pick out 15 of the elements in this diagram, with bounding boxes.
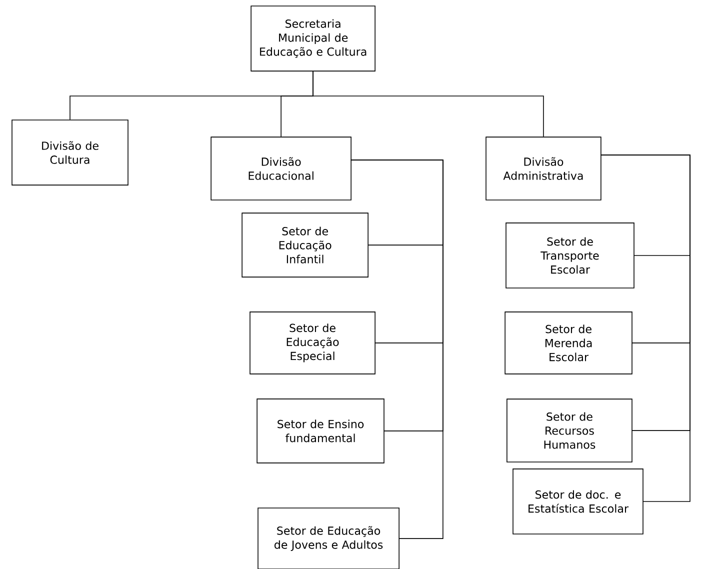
org-box: Divisão Educacional	[210, 136, 352, 200]
org-box: Setor de Educação Especial	[250, 312, 376, 374]
org-box: Setor de Educação de Jovens e Adultos	[258, 508, 400, 569]
org-box: Setor de Educação Infantil	[242, 212, 368, 278]
org-box: Divisão de Cultura	[12, 120, 128, 186]
org-box: Setor de Ensino fundamental	[256, 398, 384, 464]
org-box: Setor de Recursos Humanos	[506, 398, 632, 462]
org-box: Setor de doc. e Estatística Escolar	[512, 468, 644, 534]
org-box: Divisão Administrativa	[486, 136, 602, 200]
org-box: Setor de Merenda Escolar	[504, 312, 632, 374]
org-box: Setor de Transporte Escolar	[506, 222, 634, 288]
connector-line	[312, 71, 544, 138]
connector-line	[600, 154, 690, 502]
org-box: Secretaria Municipal de Educação e Cultura	[250, 6, 376, 72]
connector-line	[350, 160, 444, 539]
